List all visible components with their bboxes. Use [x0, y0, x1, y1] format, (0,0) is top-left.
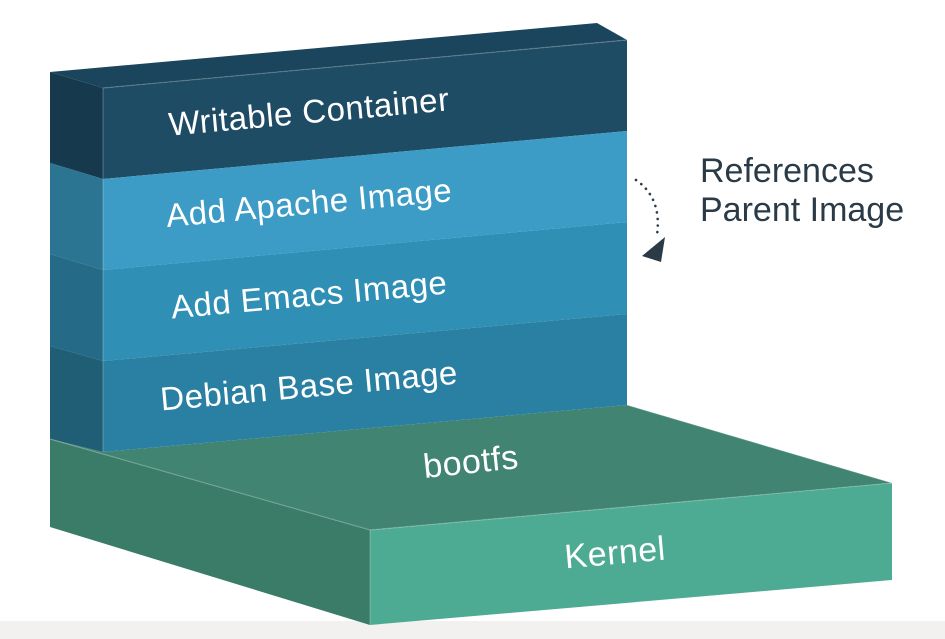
emacs-layer-side-face [50, 254, 103, 361]
kernel-label: Kernel [563, 530, 667, 577]
writable-container-front-face [103, 40, 627, 179]
annotation-line1: References [700, 152, 874, 190]
debian-layer-side-face [50, 346, 103, 452]
wall-top-face [50, 23, 627, 88]
debian-layer-front-face [103, 314, 627, 452]
slab-left-face [50, 439, 370, 625]
slab-top-front-edges [49, 438, 893, 531]
slab-top-back-right-edge [626, 404, 893, 484]
wall-top-front-edge [102, 39, 628, 89]
annotation-line2: Parent Image [700, 191, 904, 229]
emacs-layer-front-face [103, 222, 627, 361]
writable-container-side-face [50, 72, 103, 179]
references-arrowhead-icon [642, 237, 665, 262]
references-arrow-dotted-curve [634, 178, 660, 237]
apache-layer-front-face [103, 131, 627, 270]
kernel-front-face [370, 483, 892, 625]
bottom-edge-strip [0, 621, 945, 639]
apache-layer-side-face [50, 163, 103, 270]
bootfs-top-face [50, 405, 892, 530]
